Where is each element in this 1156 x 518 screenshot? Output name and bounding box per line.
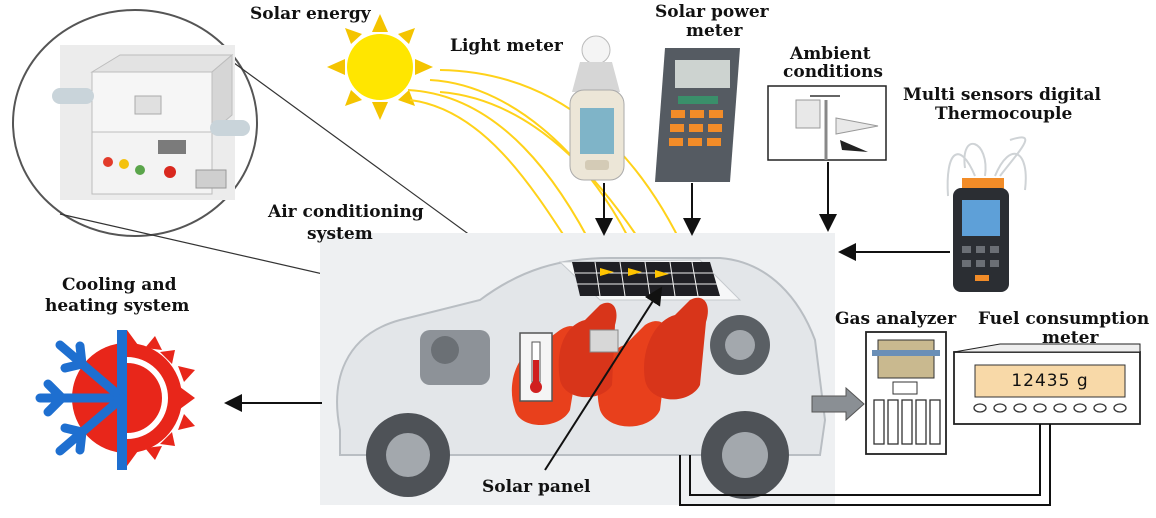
solar-energy-label: Solar energy	[250, 4, 371, 24]
light-meter-label: Light meter	[450, 36, 563, 56]
fuel-lines	[679, 424, 1051, 506]
thermometer-icon	[519, 332, 553, 402]
multi-sensor-label-line2: Thermocouple	[935, 104, 1073, 124]
multi-sensor-label-line1: Multi sensors digital	[903, 85, 1101, 105]
car-illustration	[320, 233, 835, 505]
air-conditioning-label-line1: Air conditioning	[268, 202, 424, 222]
ambient-conditions-label-line2: conditions	[783, 62, 883, 82]
solar-power-meter-label-line2: meter	[686, 21, 743, 41]
sun-icon	[327, 14, 433, 120]
gas-analyzer-label: Gas analyzer	[835, 309, 957, 329]
gas-analyzer-icon	[865, 331, 947, 455]
fuel-meter-reading: 12435 g	[1011, 371, 1089, 391]
connection-arrows	[224, 162, 950, 471]
air-conditioning-label-line2: system	[307, 224, 373, 244]
ambient-conditions-station-icon	[767, 85, 887, 161]
cooling-heating-label-line1: Cooling and	[62, 275, 177, 295]
solar-panel-icon	[572, 261, 720, 297]
thermocouple-icon	[946, 136, 1027, 292]
solar-power-meter-label-line1: Solar power	[655, 2, 769, 22]
solar-power-meter-icon	[655, 48, 740, 182]
exhaust-arrow	[811, 386, 865, 422]
fuel-consumption-meter-icon	[953, 343, 1141, 425]
fuel-consumption-meter-label-line1: Fuel consumption	[978, 309, 1150, 329]
snowflake-sun-icon	[35, 330, 195, 470]
ac-unit-icon	[52, 45, 250, 200]
cooling-heating-label-line2: heating system	[45, 296, 190, 316]
fuel-consumption-meter-label-line2: meter	[1042, 328, 1099, 348]
solar-panel-label: Solar panel	[482, 477, 591, 497]
ambient-conditions-label-line1: Ambient	[790, 44, 871, 64]
light-meter-icon	[569, 35, 625, 181]
